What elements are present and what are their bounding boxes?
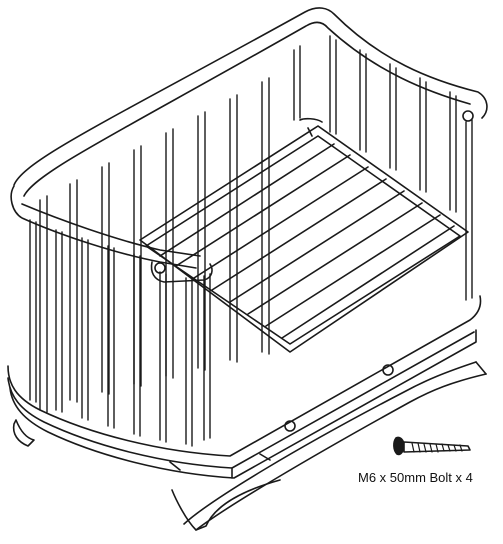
- bolt-icon: [393, 436, 471, 456]
- crib-back-slats: [39, 35, 473, 413]
- crib-front-rail: [10, 185, 213, 283]
- corner-post-cap: [462, 110, 474, 122]
- crib-front-slats: [29, 219, 211, 447]
- crib-back-rail: [13, 7, 488, 197]
- crib-base: [7, 295, 482, 479]
- drawer-knob-right: [382, 364, 394, 376]
- crib-rocker-leg: [171, 361, 487, 531]
- bolt-caption: M6 x 50mm Bolt x 4: [358, 470, 473, 485]
- drawer-knob-left: [284, 420, 296, 432]
- mattress-base-frame: [139, 117, 469, 353]
